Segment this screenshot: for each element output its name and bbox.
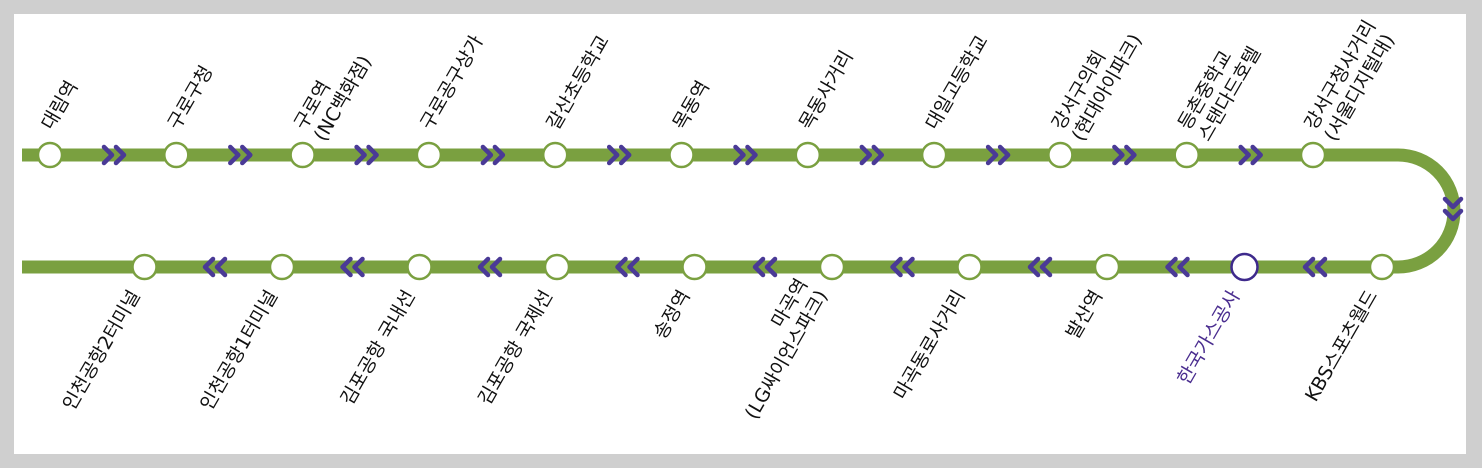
direction-arrow-icon: [228, 144, 253, 166]
station-label-4: 구로공구상가: [416, 32, 487, 134]
current-station-marker-2[interactable]: [1230, 252, 1259, 282]
station-marker-4[interactable]: [956, 253, 983, 281]
station-label-7: 김포공항 국제선: [474, 287, 557, 409]
station-name: 발산역: [1062, 287, 1107, 343]
station-label-9: 강서구의회(현대아이파크): [1048, 30, 1147, 145]
station-label-5: 갈산초등학교: [542, 32, 613, 134]
station-label-2: 구로구청: [164, 62, 218, 134]
station-name: 마곡동로사거리: [890, 287, 970, 404]
station-name: 대일고등학교: [921, 32, 992, 134]
direction-arrow-icon: [202, 256, 228, 278]
direction-arrow-icon: [615, 256, 640, 278]
station-marker-4[interactable]: [415, 141, 443, 169]
station-label-4: 마곡동로사거리: [890, 287, 970, 404]
station-name: 갈산초등학교: [542, 32, 613, 134]
station-label-3: 발산역: [1062, 287, 1107, 343]
station-label-2: 한국가스공사: [1173, 287, 1244, 389]
station-marker-10[interactable]: [1173, 141, 1200, 169]
station-name: 목동사거리: [795, 47, 858, 134]
station-marker-7[interactable]: [794, 141, 822, 169]
station-name: 구로구청: [164, 62, 218, 134]
station-marker-2[interactable]: [163, 141, 190, 169]
direction-arrow-icon: [985, 144, 1011, 166]
station-label-7: 목동사거리: [795, 47, 858, 134]
station-name: 구로공구상가: [416, 32, 487, 134]
station-label-9: 인천공항1터미널: [196, 287, 282, 414]
station-name: KBS스포츠월드: [1301, 287, 1382, 406]
direction-arrow-icon: [480, 144, 506, 166]
direction-arrow-icon: [1442, 196, 1464, 222]
station-marker-7[interactable]: [543, 253, 571, 281]
direction-arrows: [101, 144, 1464, 278]
station-marker-5[interactable]: [541, 141, 569, 169]
station-name: 한국가스공사: [1173, 287, 1244, 389]
station-label-11: 강서구청사거리(서울디지털대): [1300, 17, 1399, 145]
station-marker-10[interactable]: [131, 253, 158, 281]
station-name: 김포공항 국내선: [337, 287, 420, 409]
station-marker-1[interactable]: [36, 141, 64, 169]
station-marker-8[interactable]: [406, 253, 433, 281]
station-name: 인천공항1터미널: [196, 287, 282, 414]
station-name: 송정역: [650, 287, 695, 343]
station-marker-3[interactable]: [1093, 253, 1121, 281]
station-label-1: KBS스포츠월드: [1301, 287, 1382, 406]
direction-arrow-icon: [1238, 144, 1263, 166]
station-label-10: 인천공항2터미널: [59, 287, 145, 414]
station-label-6: 목동역: [669, 77, 714, 133]
station-labels: 대림역 구로구청 구로역(NC백화점) 구로공구상가 갈산초등학교 목동역 목동사거리 대일고…: [37, 17, 1399, 424]
direction-arrow-icon: [752, 256, 778, 278]
station-marker-6[interactable]: [668, 141, 695, 169]
station-label-8: 대일고등학교: [921, 32, 992, 134]
station-marker-11[interactable]: [1299, 141, 1327, 169]
station-marker-9[interactable]: [268, 253, 296, 281]
station-name: 목동역: [669, 77, 714, 133]
station-marker-8[interactable]: [920, 141, 948, 169]
direction-arrow-icon: [606, 144, 632, 166]
station-name: 인천공항2터미널: [59, 287, 145, 414]
stations: [36, 141, 1396, 282]
station-name: 대림역: [37, 77, 82, 133]
station-marker-9[interactable]: [1047, 141, 1074, 169]
station-name: 김포공항 국제선: [474, 287, 557, 409]
direction-arrow-icon: [101, 144, 127, 166]
station-marker-3[interactable]: [289, 141, 316, 169]
route-track: [22, 148, 1461, 274]
direction-arrow-icon: [1027, 256, 1053, 278]
direction-arrow-icon: [733, 144, 758, 166]
route-map-panel: [14, 14, 1466, 454]
station-label-8: 김포공항 국내선: [337, 287, 420, 409]
station-label-6: 송정역: [650, 287, 695, 343]
direction-arrow-icon: [1302, 256, 1328, 278]
station-marker-6[interactable]: [681, 253, 708, 281]
direction-arrow-icon: [1165, 256, 1190, 278]
direction-arrow-icon: [1112, 144, 1137, 166]
direction-arrow-icon: [859, 144, 885, 166]
route-line: [22, 148, 1461, 274]
direction-arrow-icon: [354, 144, 379, 166]
direction-arrow-icon: [340, 256, 365, 278]
station-label-3: 구로역(NC백화점): [290, 52, 376, 145]
station-label-5: 마곡역(LG싸이언스파크): [741, 275, 833, 423]
station-marker-5[interactable]: [818, 253, 846, 281]
station-label-1: 대림역: [37, 77, 82, 133]
direction-arrow-icon: [890, 256, 915, 278]
direction-arrow-icon: [477, 256, 503, 278]
station-marker-1[interactable]: [1368, 253, 1396, 281]
